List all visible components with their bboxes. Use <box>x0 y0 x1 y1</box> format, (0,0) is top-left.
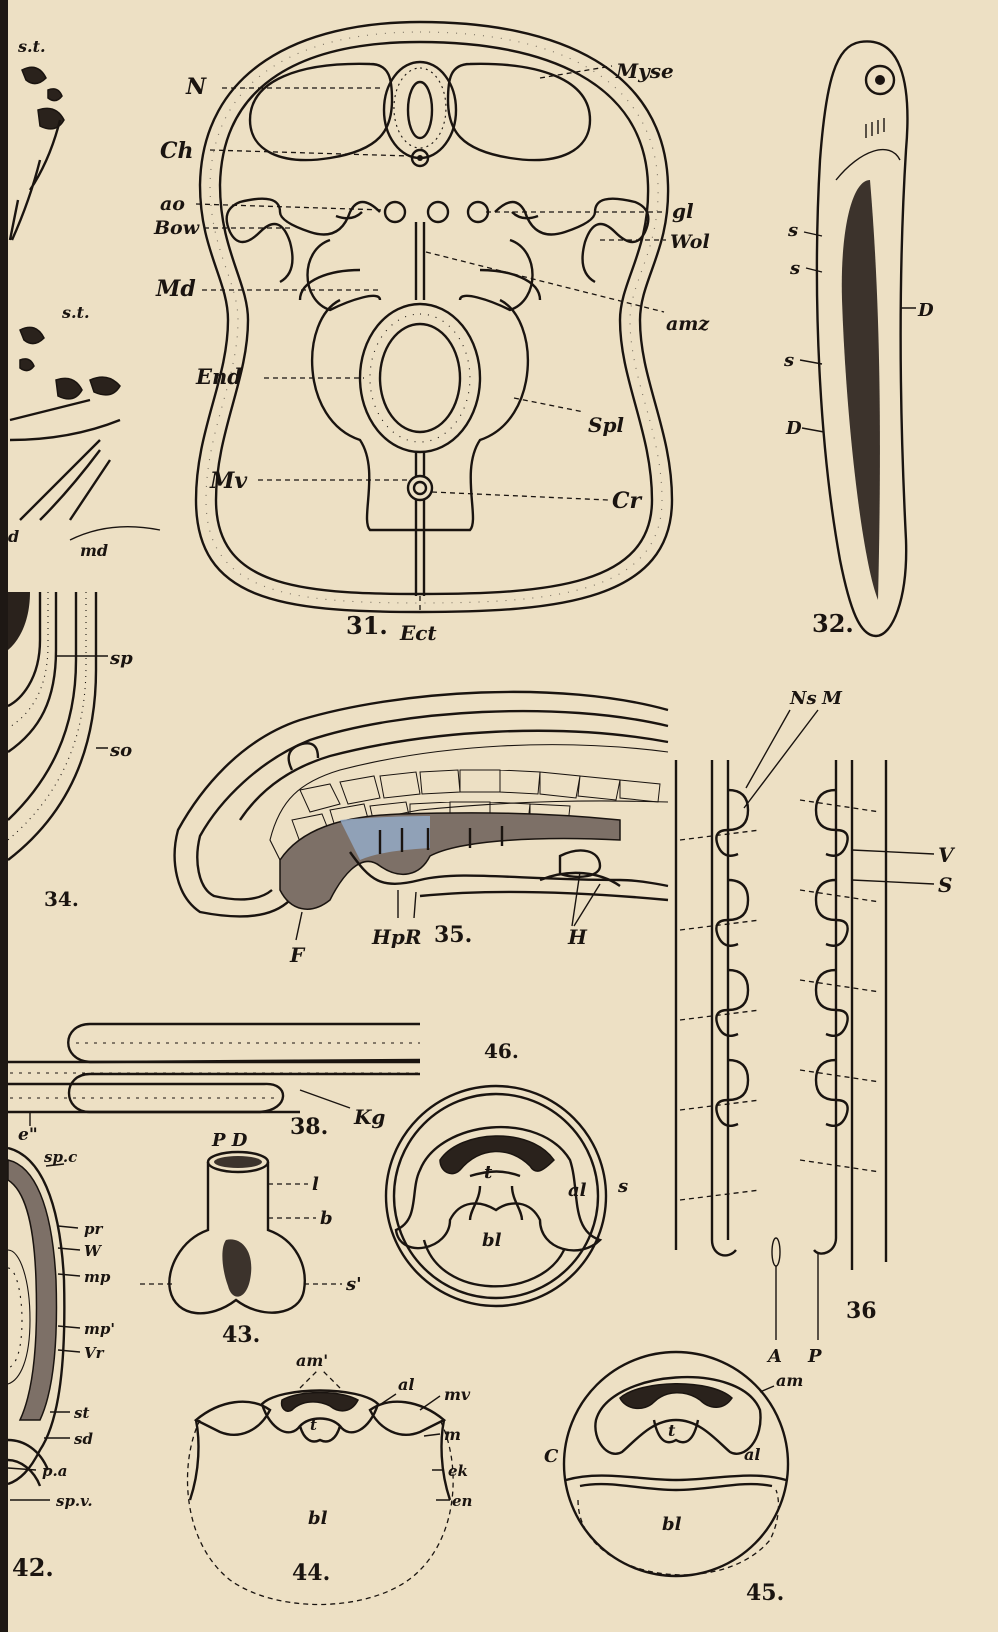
fig31-label-Wol: Wol <box>670 231 710 253</box>
fig35-label-HpR: HpR <box>371 925 422 949</box>
fig45-label-C: C <box>544 1446 559 1467</box>
fig31-label-N: N <box>185 74 207 100</box>
fig45-number: 45. <box>746 1580 784 1606</box>
fig45-label-am: am <box>776 1371 803 1390</box>
left-label-st-1: s.t. <box>17 37 46 56</box>
fig44-label-mv: mv <box>444 1385 471 1404</box>
fig31-label-Ect: Ect <box>399 621 437 645</box>
fig43-number: 43. <box>222 1322 260 1348</box>
left-label-st-2: s.t. <box>61 303 90 322</box>
fig46-label-t: t <box>484 1162 493 1183</box>
fig32-label-s1: s <box>787 220 798 241</box>
fig31-label-Myse: Myse <box>615 59 674 83</box>
fig31-label-Bow: Bow <box>153 217 200 239</box>
fig42-label-sd: sd <box>74 1430 93 1448</box>
fig46-label-al: al <box>568 1180 587 1201</box>
fig46-label-bl: bl <box>482 1230 502 1251</box>
fig31-label-amz: amz <box>666 313 710 335</box>
fig44-label-ek: ek <box>448 1462 468 1480</box>
fig31-label-Ch: Ch <box>160 138 194 164</box>
fig34-label-sp: sp <box>109 648 133 669</box>
fig36-label-P: P <box>807 1346 822 1367</box>
fig32-label-D2: D <box>785 418 802 439</box>
fig46-label-s: s <box>617 1176 628 1197</box>
fig34-number: 34. <box>44 887 79 911</box>
fig46-number: 46. <box>484 1039 519 1063</box>
fig35-label-H: H <box>567 925 588 949</box>
fig31-label-Cr: Cr <box>612 488 643 514</box>
fig32-label-s2: s <box>789 258 800 279</box>
left-label-md: md <box>80 541 108 560</box>
fig36-label-S: S <box>938 873 952 897</box>
fig44-label-m: m <box>444 1425 461 1444</box>
fig31-label-ao: ao <box>160 193 185 215</box>
fig32-label-s3: s <box>783 350 794 371</box>
left-label-d: d <box>8 527 19 546</box>
fig35-number: 35. <box>434 922 472 948</box>
fig34-label-so: so <box>109 740 132 761</box>
fig44-label-t: t <box>310 1416 317 1434</box>
fig36-label-V: V <box>938 843 956 867</box>
fig31-label-gl: gl <box>672 199 694 223</box>
fig42-label-Vr: Vr <box>84 1344 105 1362</box>
fig31-label-Md: Md <box>155 276 196 302</box>
fig36-label-Ns: Ns <box>789 688 817 709</box>
fig38-number: 38. <box>290 1114 328 1140</box>
fig45-label-t: t <box>668 1421 676 1440</box>
fig44-label-am: am' <box>296 1351 328 1370</box>
fig42-label-mp: mp <box>84 1268 111 1286</box>
fig36-label-M: M <box>821 688 843 709</box>
fig44-number: 44. <box>292 1560 330 1586</box>
fig31-label-End: End <box>195 364 242 389</box>
fig44-label-bl: bl <box>308 1508 328 1529</box>
fig42-number: 42. <box>12 1553 54 1582</box>
fig36-label-A: A <box>766 1346 782 1367</box>
fig32-number: 32. <box>812 609 854 638</box>
fig42-label-mp2: mp' <box>84 1320 115 1338</box>
fig43-label-b: b <box>320 1208 333 1229</box>
fig44-label-al: al <box>398 1375 414 1394</box>
fig43-label-PD: P D <box>211 1130 248 1151</box>
fig32-label-D1: D <box>917 300 934 321</box>
fig43-label-s: s' <box>345 1274 362 1295</box>
fig42-label-st: st <box>74 1404 89 1422</box>
fig42-label-pa: p.a <box>42 1462 67 1480</box>
fig45-label-bl: bl <box>662 1514 682 1535</box>
fig45-label-al: al <box>744 1445 760 1464</box>
fig42-label-spc: sp.c <box>44 1148 77 1166</box>
fig42-label-spv: sp.v. <box>56 1492 93 1510</box>
fig35-label-F: F <box>289 943 306 967</box>
fig36-number: 36 <box>846 1298 877 1324</box>
fig42-label-W: W <box>84 1242 103 1260</box>
fig31-label-Mv: Mv <box>209 468 247 494</box>
fig38-label-e: e" <box>18 1125 38 1145</box>
fig38-label-Kg: Kg <box>353 1105 385 1129</box>
fig44-label-en: en <box>452 1492 472 1510</box>
fig31-label-Spl: Spl <box>588 413 624 437</box>
fig43-label-l: l <box>312 1174 319 1195</box>
fig31-number: 31. <box>346 611 388 640</box>
fig42-label-pr: pr <box>84 1220 103 1238</box>
